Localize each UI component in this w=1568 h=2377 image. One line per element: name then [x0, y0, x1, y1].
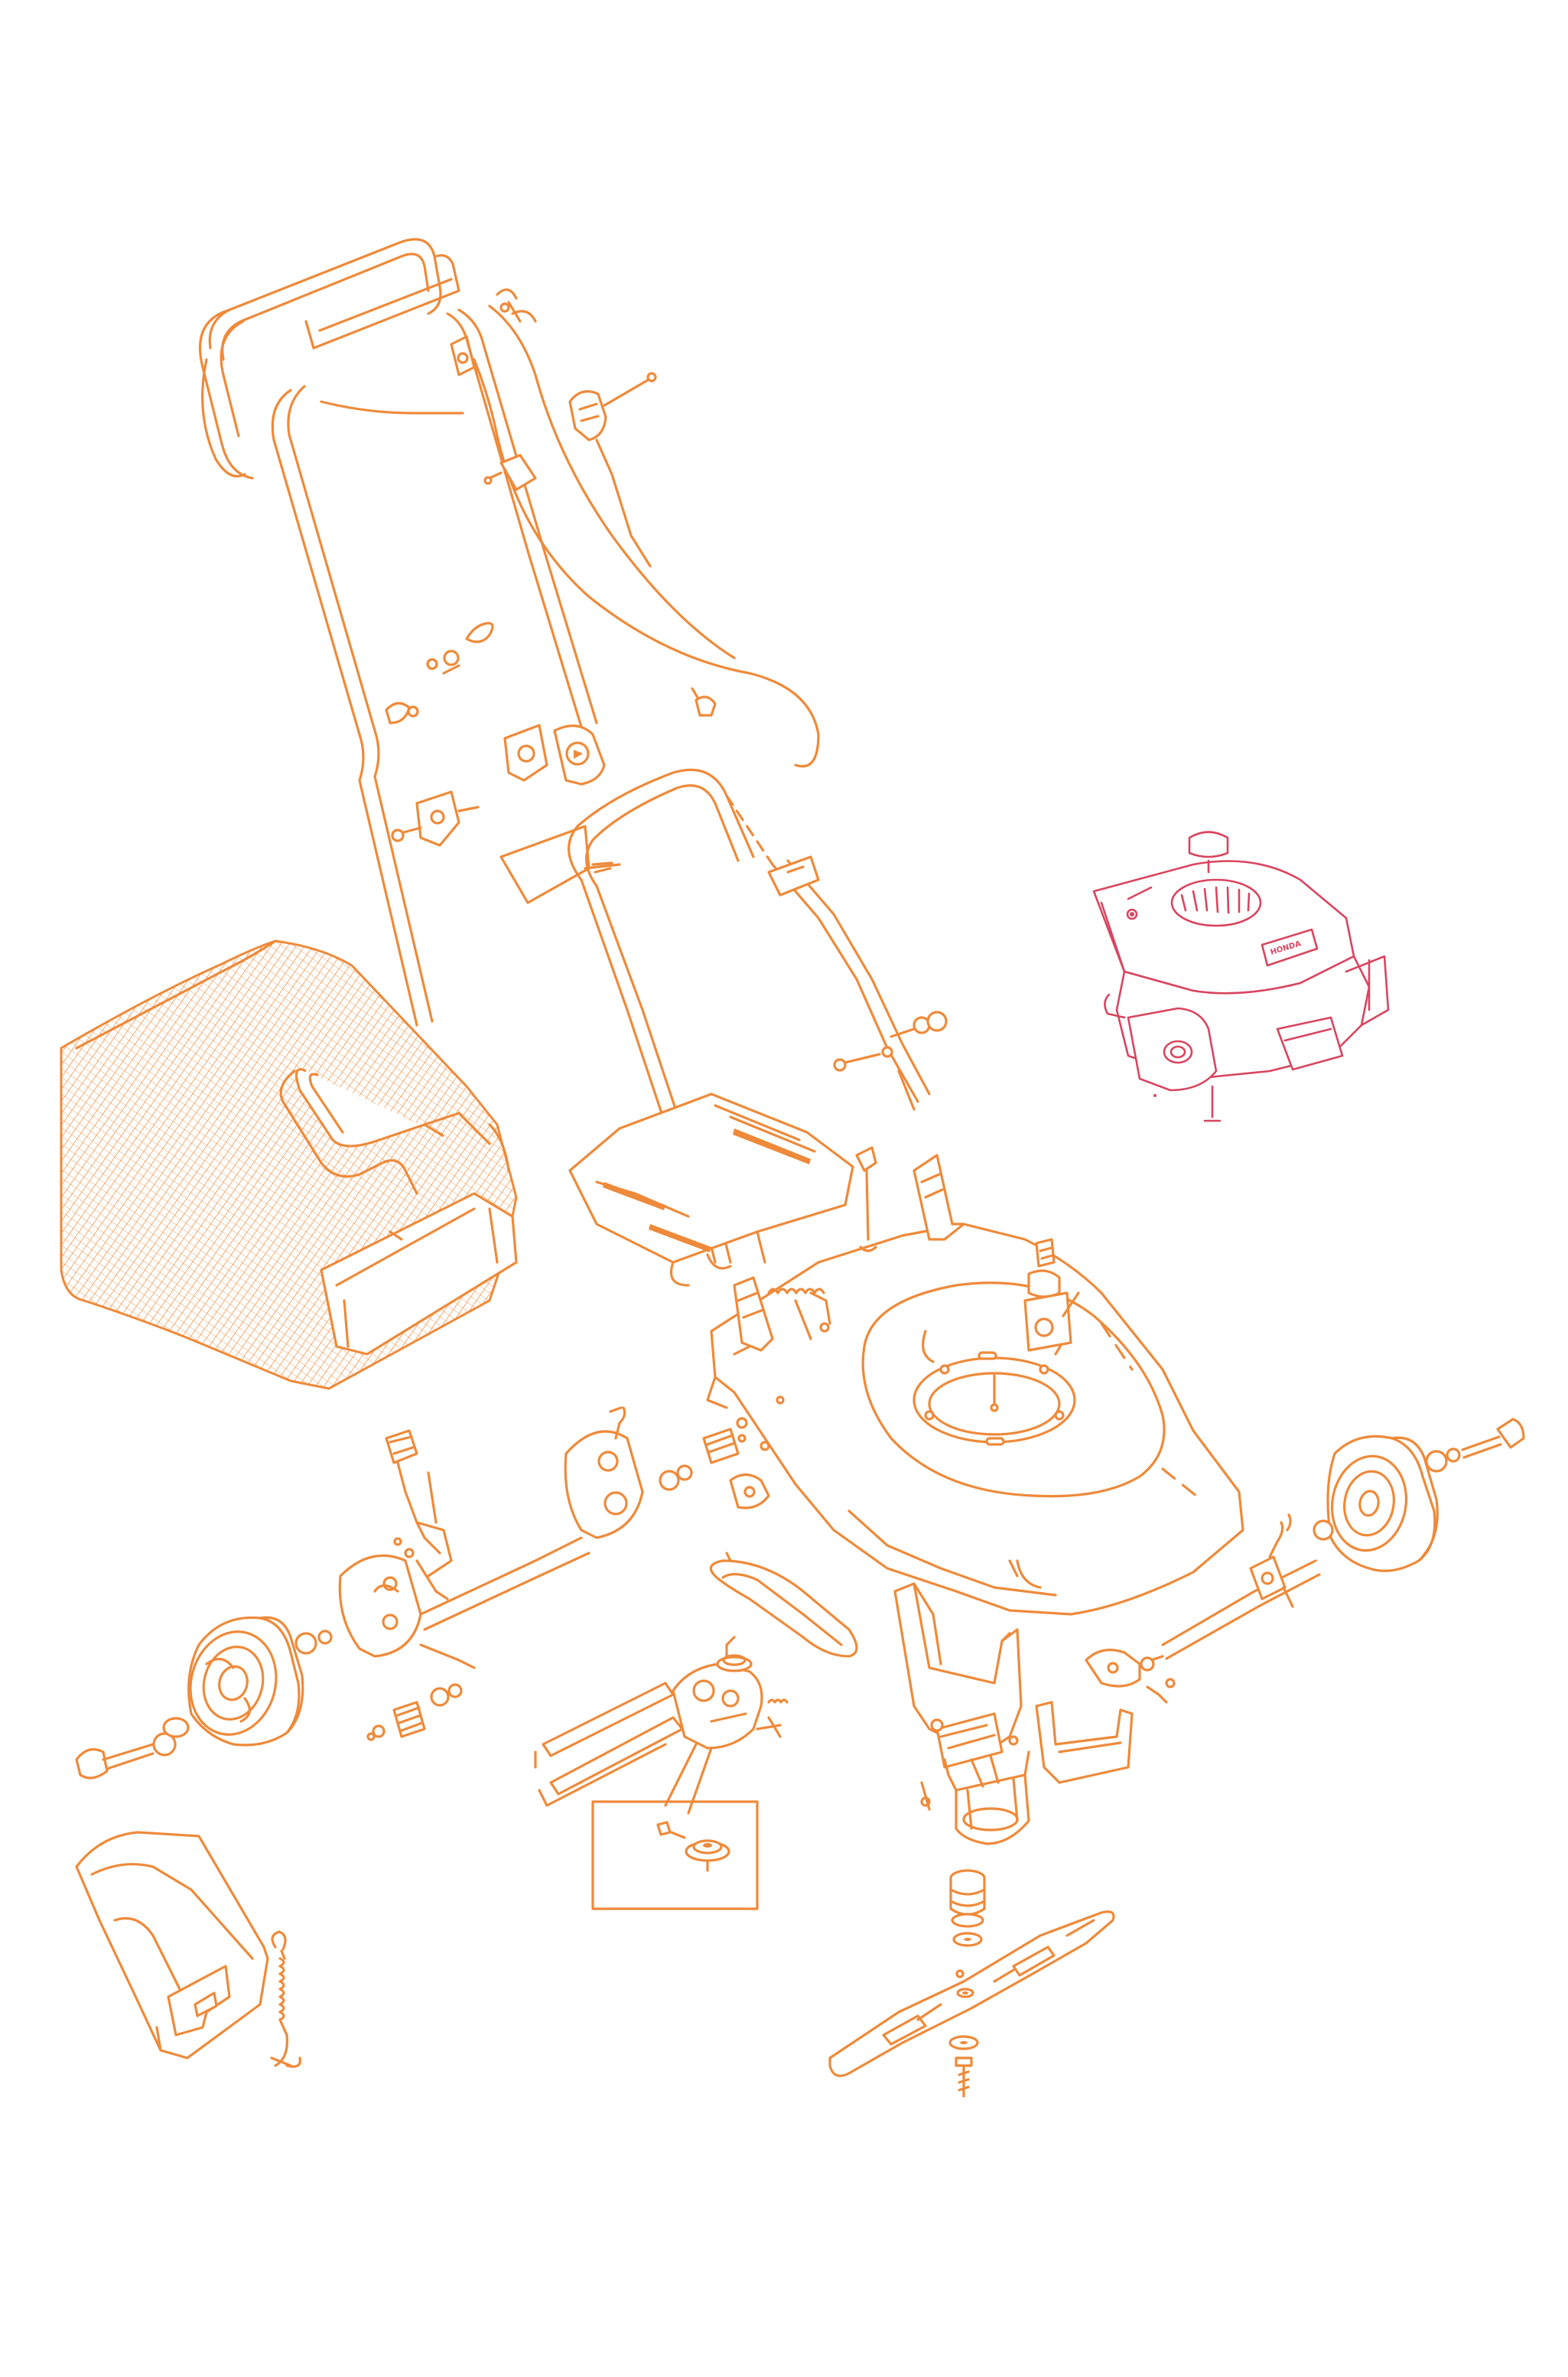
- rear-flap: [568, 1092, 854, 1287]
- grass-catcher-bag: [60, 939, 518, 1390]
- gearbox-detail-inset: [591, 1800, 759, 1910]
- cable-clips: [385, 454, 717, 724]
- rear-wheels: [75, 1406, 770, 1779]
- control-cables: [320, 288, 820, 768]
- mower-blade: [828, 1910, 1115, 2098]
- blade-adapter: [949, 1869, 986, 1978]
- gearbox: [534, 1636, 789, 1815]
- handle-upper: [199, 238, 598, 1027]
- handle-brackets: [391, 724, 621, 904]
- drive-belt: [709, 1552, 858, 1658]
- engine: HONDA: [1092, 831, 1390, 1122]
- rear-guard: [75, 1831, 269, 2060]
- chute-guard: [893, 1582, 1134, 1845]
- mower-deck: [706, 1154, 1244, 1616]
- return-spring: [270, 1930, 301, 2068]
- height-adjust-lever: [733, 1146, 1080, 1356]
- front-wheels: [1085, 1418, 1525, 1704]
- throttle-lever: [568, 372, 657, 568]
